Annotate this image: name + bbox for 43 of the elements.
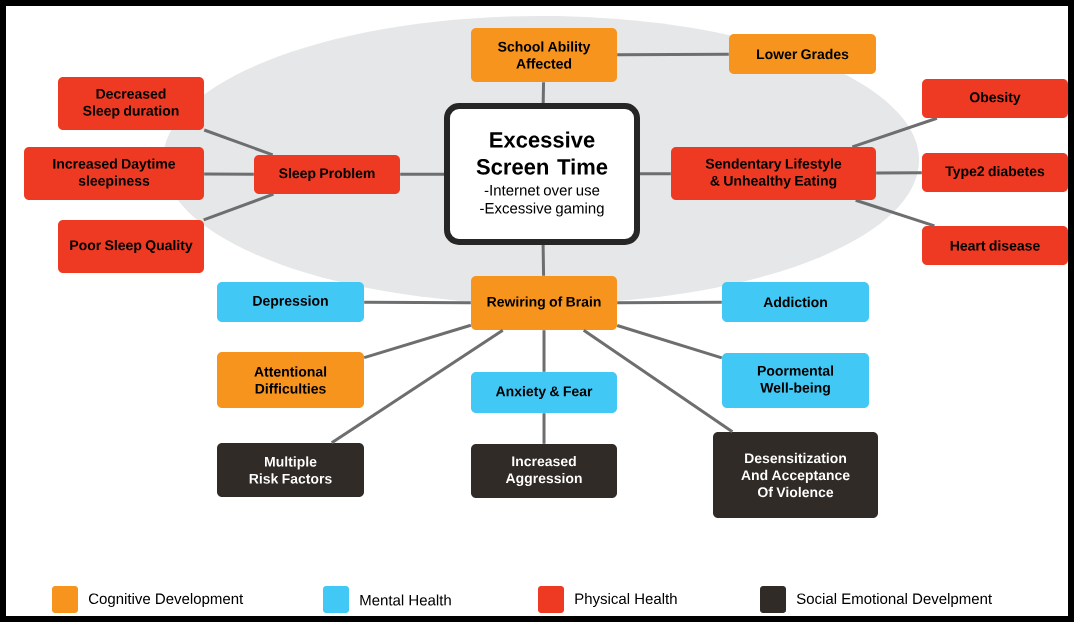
- topic-box: Heart disease: [922, 226, 1068, 265]
- connector-line: [203, 192, 274, 222]
- connector-line: [542, 330, 546, 372]
- topic-box: Poor Sleep Quality: [58, 220, 204, 273]
- topic-box: Decreased Sleep duration: [58, 77, 204, 130]
- connector-line: [617, 300, 722, 305]
- connector-line: [541, 245, 546, 276]
- connector-line: [400, 172, 444, 176]
- topic-box: Attentional Difficulties: [217, 352, 364, 408]
- legend-label: Social Emotional Develpment: [796, 593, 992, 607]
- legend-label: Mental Health: [360, 594, 451, 606]
- topic-box: Multiple Risk Factors: [217, 443, 364, 497]
- topic-box: Anxiety & Fear: [471, 372, 617, 413]
- topic-box: Obesity: [922, 79, 1068, 118]
- topic-box: Sleep Problem: [254, 155, 400, 194]
- connector-line: [855, 198, 935, 228]
- topic-box: Sendentary Lifestyle & Unhealthy Eating: [671, 147, 876, 200]
- connector-line: [876, 171, 922, 175]
- legend-label: Physical Health: [575, 593, 677, 607]
- connector-line: [203, 128, 274, 157]
- connector-line: [640, 172, 671, 176]
- connector-line: [330, 328, 504, 445]
- connector-line: [616, 324, 723, 360]
- connector-line: [364, 300, 471, 305]
- central-topic-box: Excessive Screen Time -Internet over use -Excessive gaming: [444, 103, 640, 245]
- connector-line: [542, 413, 546, 444]
- connector-line: [582, 328, 734, 434]
- legend-label: Cognitive Development: [88, 593, 244, 607]
- topic-box: Depression: [217, 282, 364, 322]
- connector-line: [363, 323, 472, 360]
- connector-line: [541, 82, 546, 104]
- topic-box: Poormental Well-being: [722, 353, 869, 408]
- topic-box: School Ability Affected: [471, 28, 617, 82]
- topic-box: Rewiring of Brain: [471, 276, 617, 330]
- topic-box: Desensitization And Acceptance Of Violence: [713, 432, 878, 518]
- topic-box: Addiction: [722, 282, 869, 322]
- topic-box: Type2 diabetes: [922, 153, 1068, 192]
- connector-line: [851, 116, 938, 149]
- topic-box: Lower Grades: [729, 34, 876, 74]
- topic-box: Increased Aggression: [471, 444, 617, 498]
- connector-line: [617, 52, 729, 57]
- connector-line: [204, 172, 254, 176]
- topic-box: Increased Daytime sleepiness: [24, 147, 204, 200]
